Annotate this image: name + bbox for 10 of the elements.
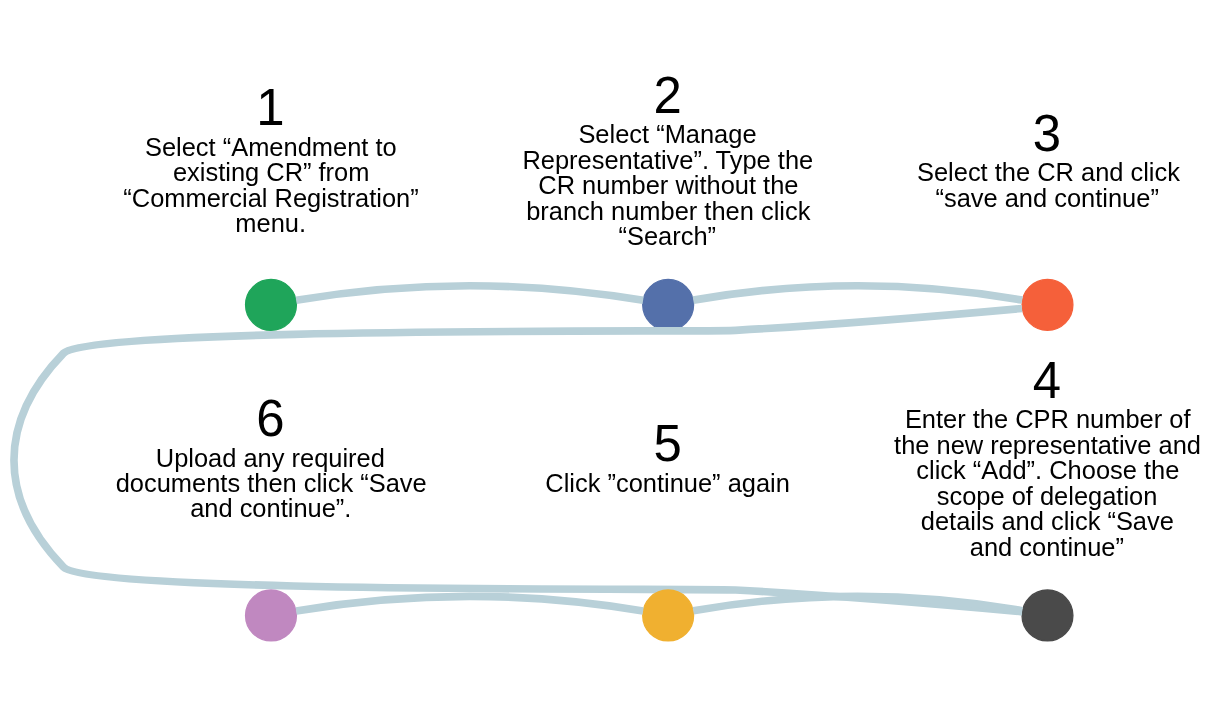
node-circle — [1021, 278, 1074, 331]
connector — [692, 592, 1023, 614]
connector — [295, 592, 644, 615]
node-circle — [244, 588, 298, 642]
node-circle — [1021, 588, 1074, 642]
connector — [692, 281, 1023, 304]
connector — [11, 304, 1023, 616]
connector — [295, 281, 644, 304]
node-circle — [244, 278, 298, 331]
node-circle — [642, 588, 695, 642]
